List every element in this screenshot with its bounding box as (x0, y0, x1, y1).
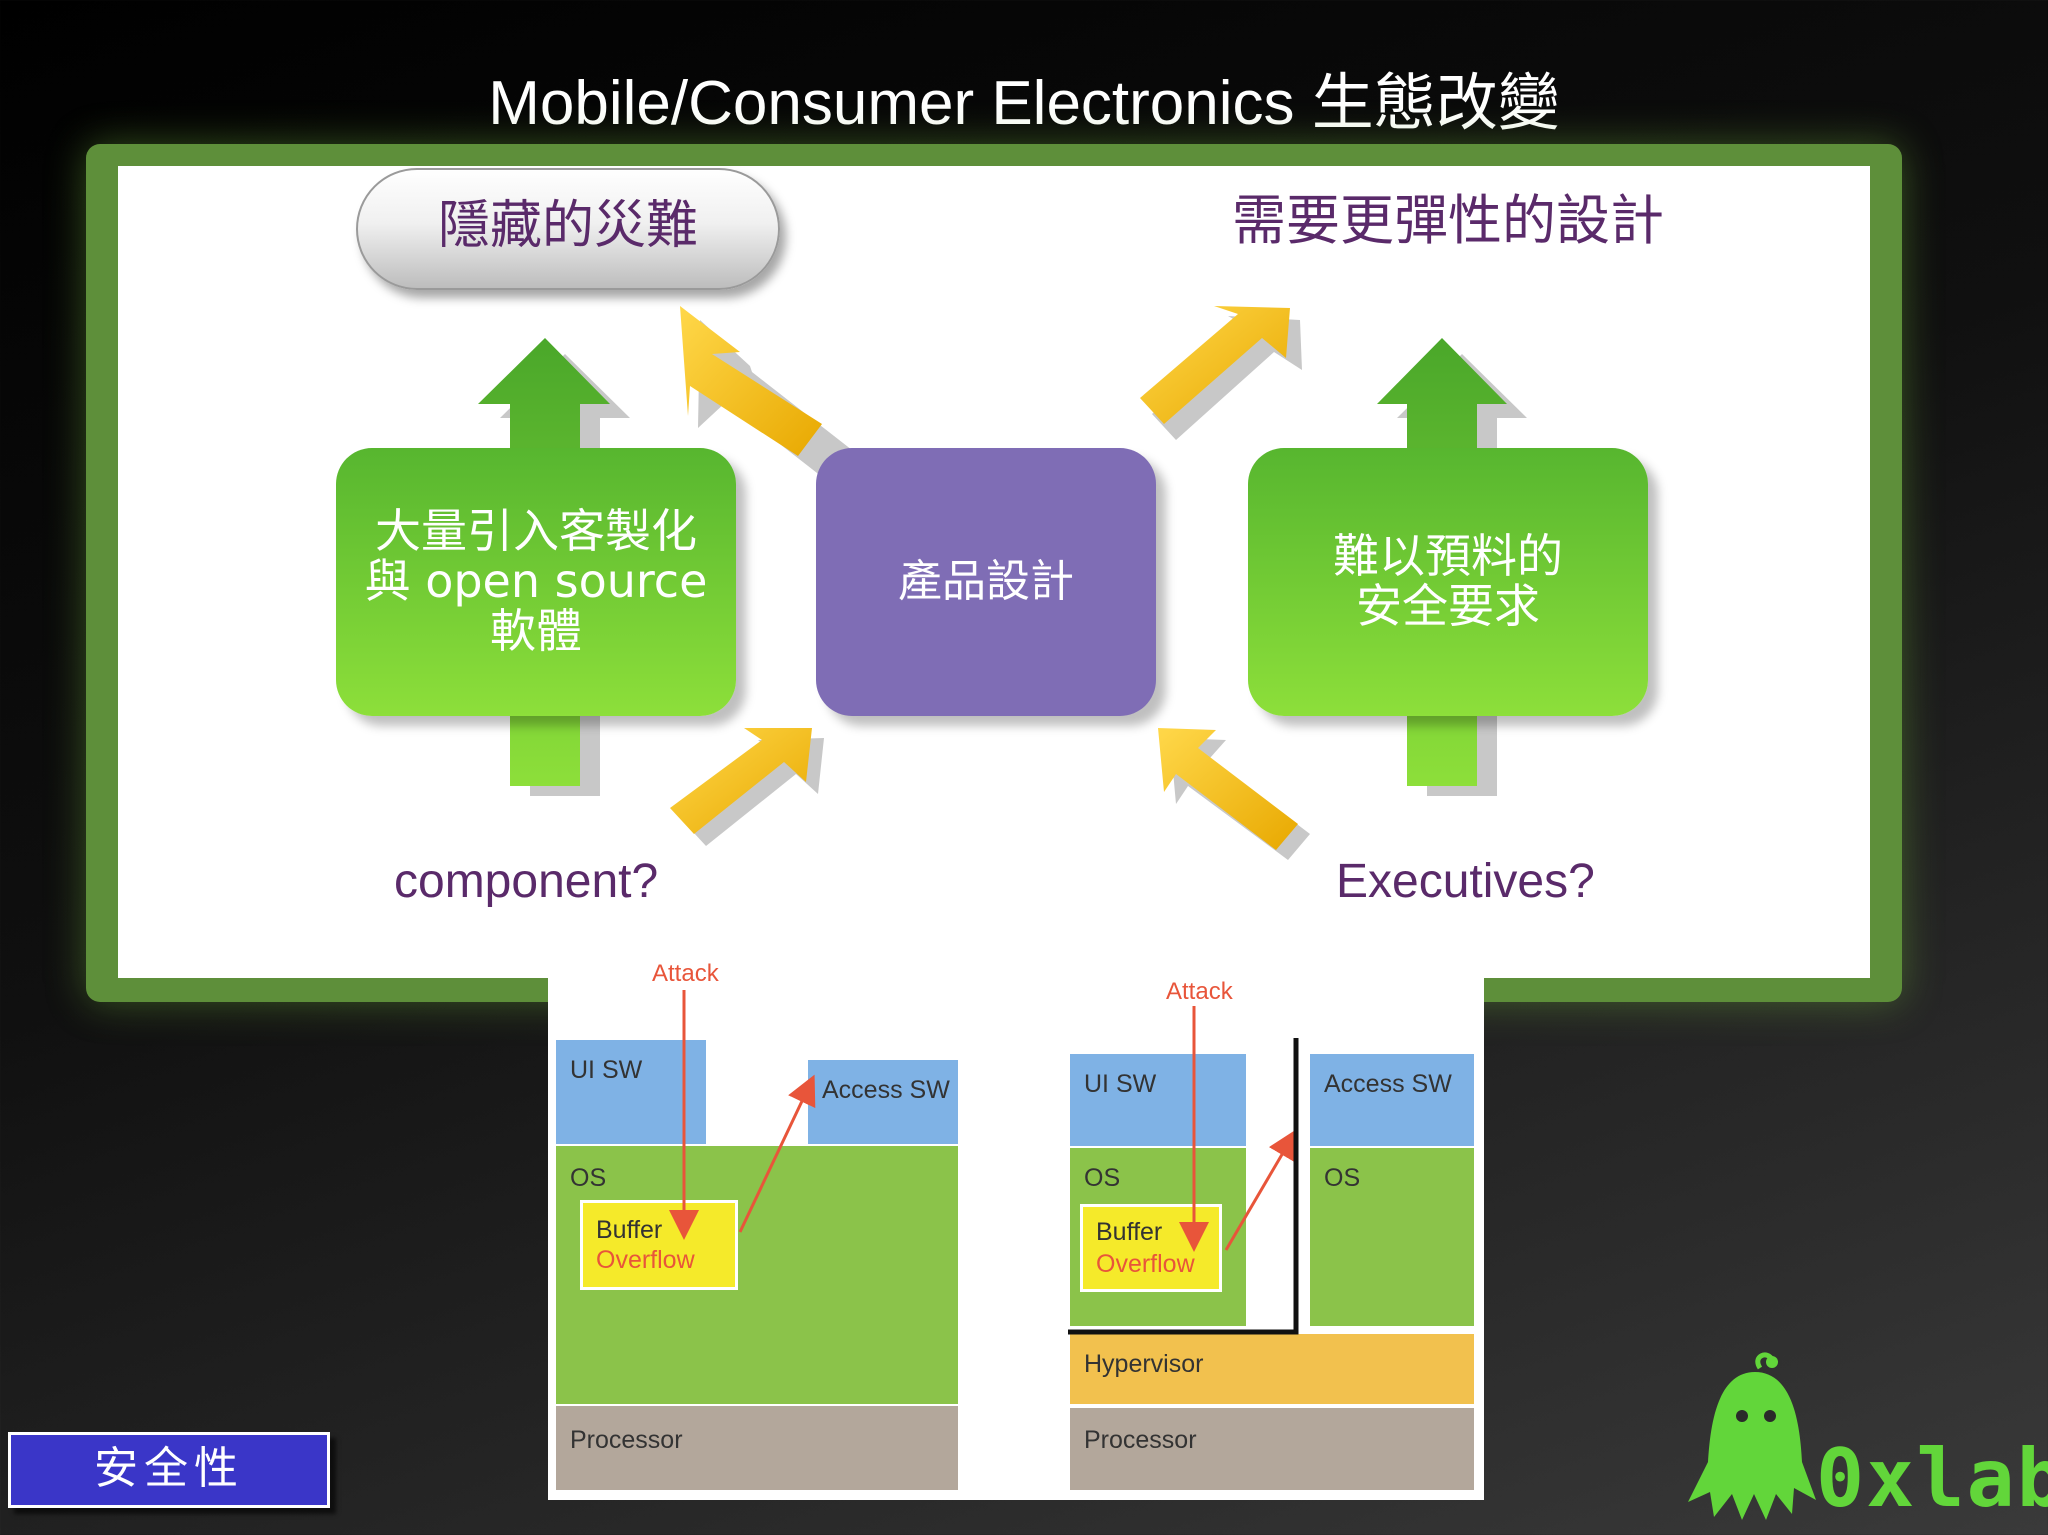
security-requirement-line-1: 難以預料的 (1333, 529, 1563, 584)
product-design-box: 產品設計 (816, 448, 1156, 716)
left-os-label: OS (570, 1164, 607, 1192)
right-buffer-label: Buffer (1096, 1218, 1163, 1246)
right-overflow-label: Overflow (1096, 1250, 1195, 1278)
right-processor-label: Processor (1084, 1426, 1197, 1454)
left-overflow-label: Overflow (596, 1246, 695, 1274)
0xlab-mascot-icon (1688, 1352, 1816, 1520)
isolation-barrier (1068, 1038, 1299, 1335)
product-design-label: 產品設計 (898, 556, 1074, 608)
left-access-sw-block (808, 1060, 958, 1144)
right-os-right-block (1310, 1148, 1474, 1326)
right-access-sw-label: Access SW (1324, 1070, 1452, 1098)
security-requirement-line-2: 安全要求 (1356, 579, 1540, 633)
left-buffer-overflow-block (580, 1200, 738, 1290)
right-access-sw-block (1310, 1054, 1474, 1146)
left-attack-label: Attack (652, 960, 719, 987)
right-os-right-label: OS (1324, 1164, 1361, 1192)
customization-box: 大量引入客製化 與 open source 軟體 (336, 448, 736, 716)
right-ui-sw-block (1070, 1054, 1246, 1146)
security-diagram-panel: UI SW Access SW OS Buffer Overflow Proce… (548, 960, 1484, 1500)
security-section-badge: 安全性 (8, 1432, 330, 1508)
right-hypervisor-label: Hypervisor (1084, 1350, 1204, 1378)
left-buffer-label: Buffer (596, 1216, 663, 1244)
left-ui-sw-label: UI SW (570, 1056, 643, 1084)
right-processor-block (1070, 1408, 1474, 1490)
left-ui-sw-block (556, 1040, 706, 1144)
customization-line-3: 軟體 (490, 603, 582, 658)
right-attack-label: Attack (1166, 978, 1233, 1005)
customization-line-2: 與 open source (364, 554, 708, 609)
right-os-left-label: OS (1084, 1164, 1121, 1192)
hidden-disaster-callout: 隱藏的災難 (356, 168, 780, 290)
left-escalation-line (738, 1074, 816, 1233)
right-ui-sw-label: UI SW (1084, 1070, 1157, 1098)
right-escalation-line (1224, 1128, 1298, 1251)
security-requirement-box: 難以預料的 安全要求 (1248, 448, 1648, 716)
right-hypervisor-block (1070, 1334, 1474, 1404)
flexible-design-text: 需要更彈性的設計 (1232, 189, 1664, 252)
attack-lines (669, 990, 1299, 1335)
0xlab-logo-text: 0xlab (1816, 1432, 2048, 1525)
slide-title: Mobile/Consumer Electronics 生態改變 (488, 69, 1560, 138)
left-processor-block (556, 1406, 958, 1490)
executives-question: Executives? (1336, 855, 1595, 908)
left-access-sw-label: Access SW (822, 1076, 950, 1104)
component-question: component? (394, 855, 659, 908)
left-processor-label: Processor (570, 1426, 683, 1454)
customization-line-1: 大量引入客製化 (375, 504, 697, 559)
